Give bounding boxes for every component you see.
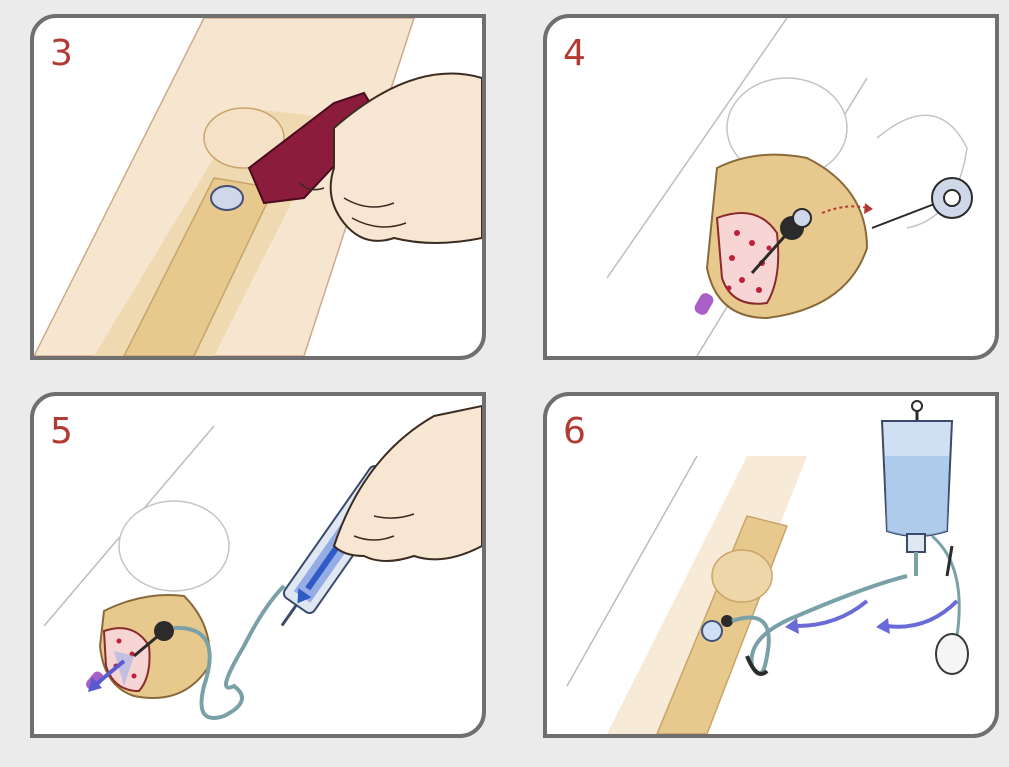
step-number: 3 <box>50 36 73 72</box>
step-4-panel: 4 <box>543 14 999 360</box>
step-3-panel: 3 <box>30 14 486 360</box>
syringe-aspiration-icon <box>34 396 482 734</box>
step-number: 6 <box>563 414 586 450</box>
bone-drill-icon <box>34 18 482 356</box>
iv-infusion-bag-icon <box>547 396 995 734</box>
step-5-panel: 5 <box>30 392 486 738</box>
step-6-panel: 6 <box>543 392 999 738</box>
step-number: 5 <box>50 414 73 450</box>
needle-stylet-removal-icon <box>547 18 995 356</box>
step-number: 4 <box>563 36 586 72</box>
